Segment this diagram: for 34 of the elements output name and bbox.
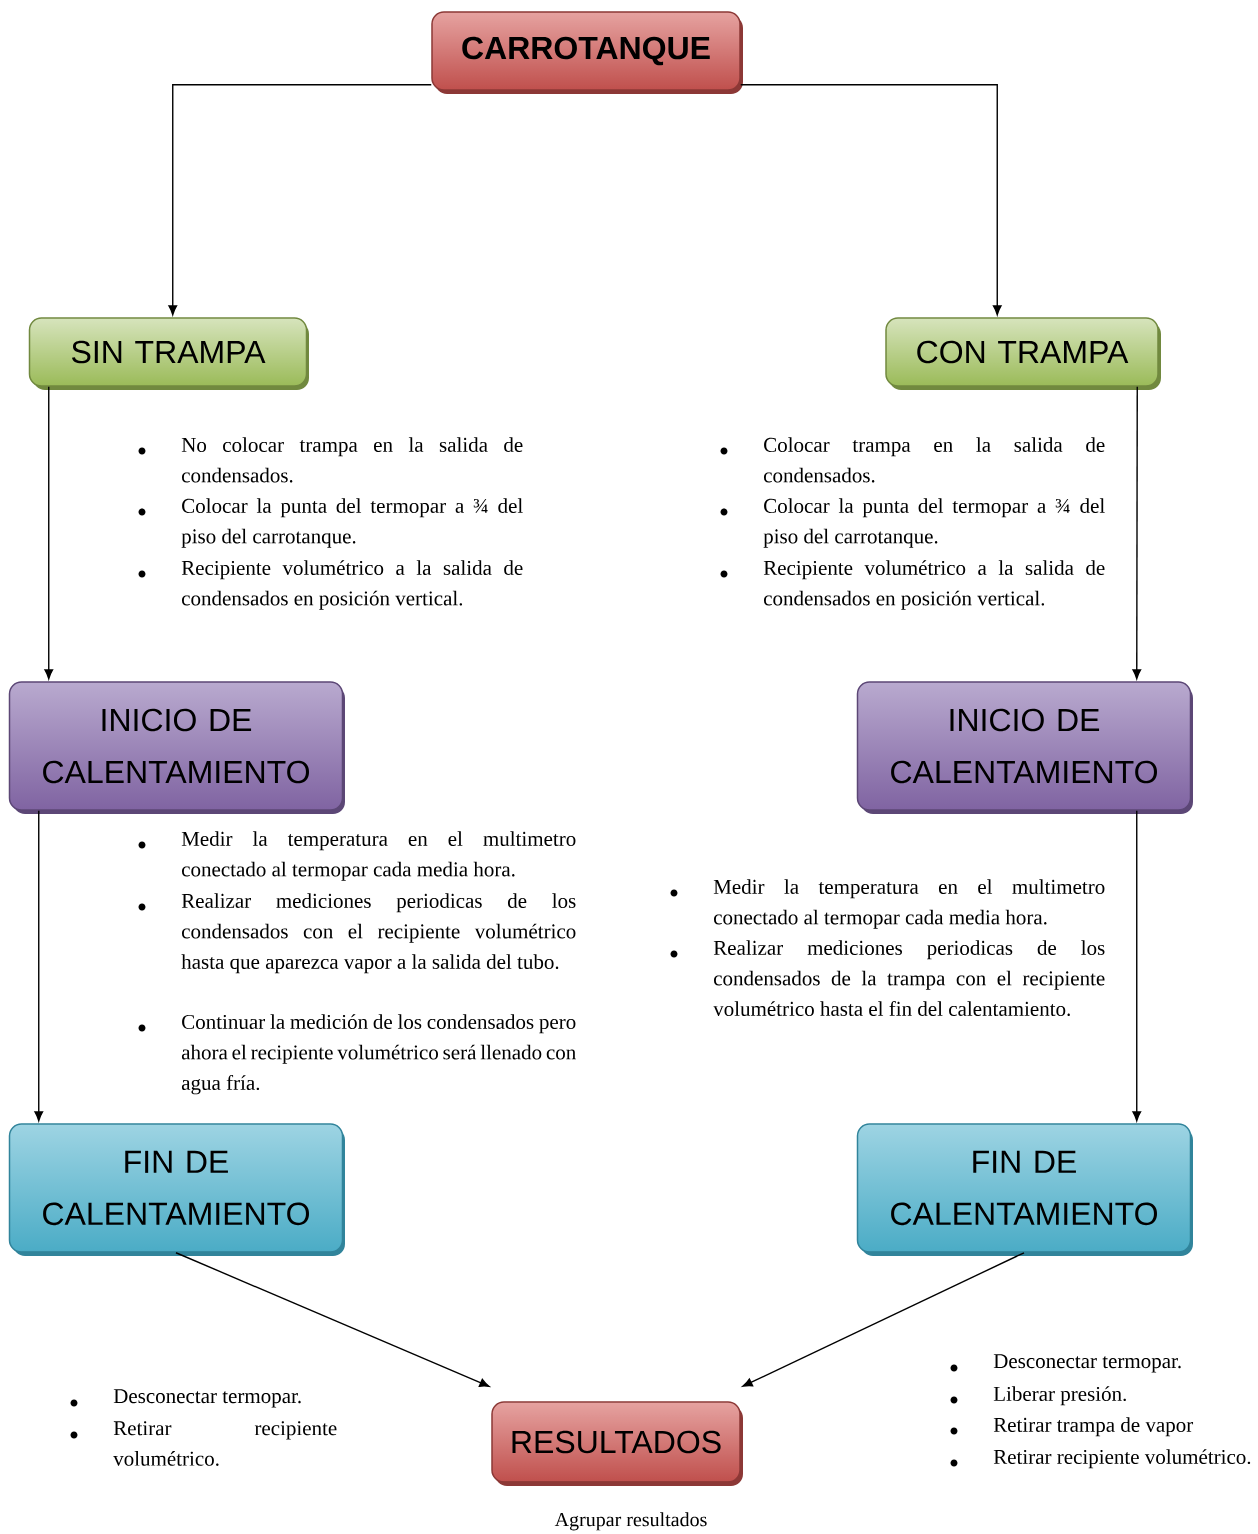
- process-box: FIN DE CALENTAMIENTO: [8, 1123, 345, 1256]
- process-box: CON TRAMPA: [885, 317, 1161, 390]
- bullet-item: Desconectar termopar.: [950, 1354, 1181, 1373]
- bullet-item: Medir la temperatura en el multimetro conectado al termopar cada media hora.: [670, 879, 1105, 929]
- bullet-item: Realizar mediciones periodicas de los condensados con el recipiente volumétrico hasta que aparezca vapor a la salida del tubo.: [138, 893, 576, 974]
- bullet-item: Recipiente volumétrico a la salida de condensados en posición vertical.: [138, 560, 523, 610]
- bullet-item: Medir la temperatura en el multimetro conectado al termopar cada media hora.: [138, 831, 576, 881]
- process-box: RESULTADOS: [491, 1401, 743, 1486]
- bullet-item: Recipiente volumétrico a la salida de condensados en posición vertical.: [720, 560, 1105, 610]
- bullet-item: Colocar la punta del termopar a ¾ del piso del carrotanque.: [138, 498, 523, 548]
- bullet-item: Retirar trampa de vapor: [950, 1417, 1194, 1437]
- bullet-item: Continuar la medición de los condensados pero ahora el recipiente volumétrico será llenado con agua fría.: [138, 1014, 576, 1095]
- arrow: [1132, 386, 1142, 680]
- bullet-item: Retirar recipiente volumétrico.: [70, 1421, 337, 1466]
- arrow: [1132, 810, 1142, 1122]
- bullet-item: Realizar mediciones periodicas de los condensados de la trampa con el recipiente volumétrico hasta el fin del calentamiento.: [670, 940, 1105, 1017]
- arrow: [175, 1252, 490, 1387]
- process-box: INICIO DE CALENTAMIENTO: [856, 681, 1193, 814]
- bullet-item: Liberar presión.: [950, 1386, 1126, 1406]
- arrow: [742, 1252, 1025, 1387]
- process-box: CARROTANQUE: [431, 11, 743, 94]
- arrow: [168, 84, 432, 316]
- bullet-item: Colocar trampa en la salida de condensados.: [720, 437, 1105, 483]
- bullet-item: No colocar trampa en la salida de condensados.: [138, 437, 523, 483]
- bullet-item: Colocar la punta del termopar a ¾ del piso del carrotanque.: [720, 498, 1105, 548]
- bullet-item: Retirar recipiente volumétrico.: [950, 1449, 1251, 1469]
- arrow: [740, 84, 1002, 316]
- process-box: FIN DE CALENTAMIENTO: [856, 1123, 1193, 1256]
- process-box: INICIO DE CALENTAMIENTO: [8, 681, 345, 814]
- arrow: [34, 810, 44, 1122]
- arrow: [44, 386, 54, 680]
- process-box: SIN TRAMPA: [28, 317, 309, 390]
- box-caption: Agrupar resultados: [554, 1512, 707, 1531]
- bullet-item: Desconectar termopar.: [70, 1389, 301, 1408]
